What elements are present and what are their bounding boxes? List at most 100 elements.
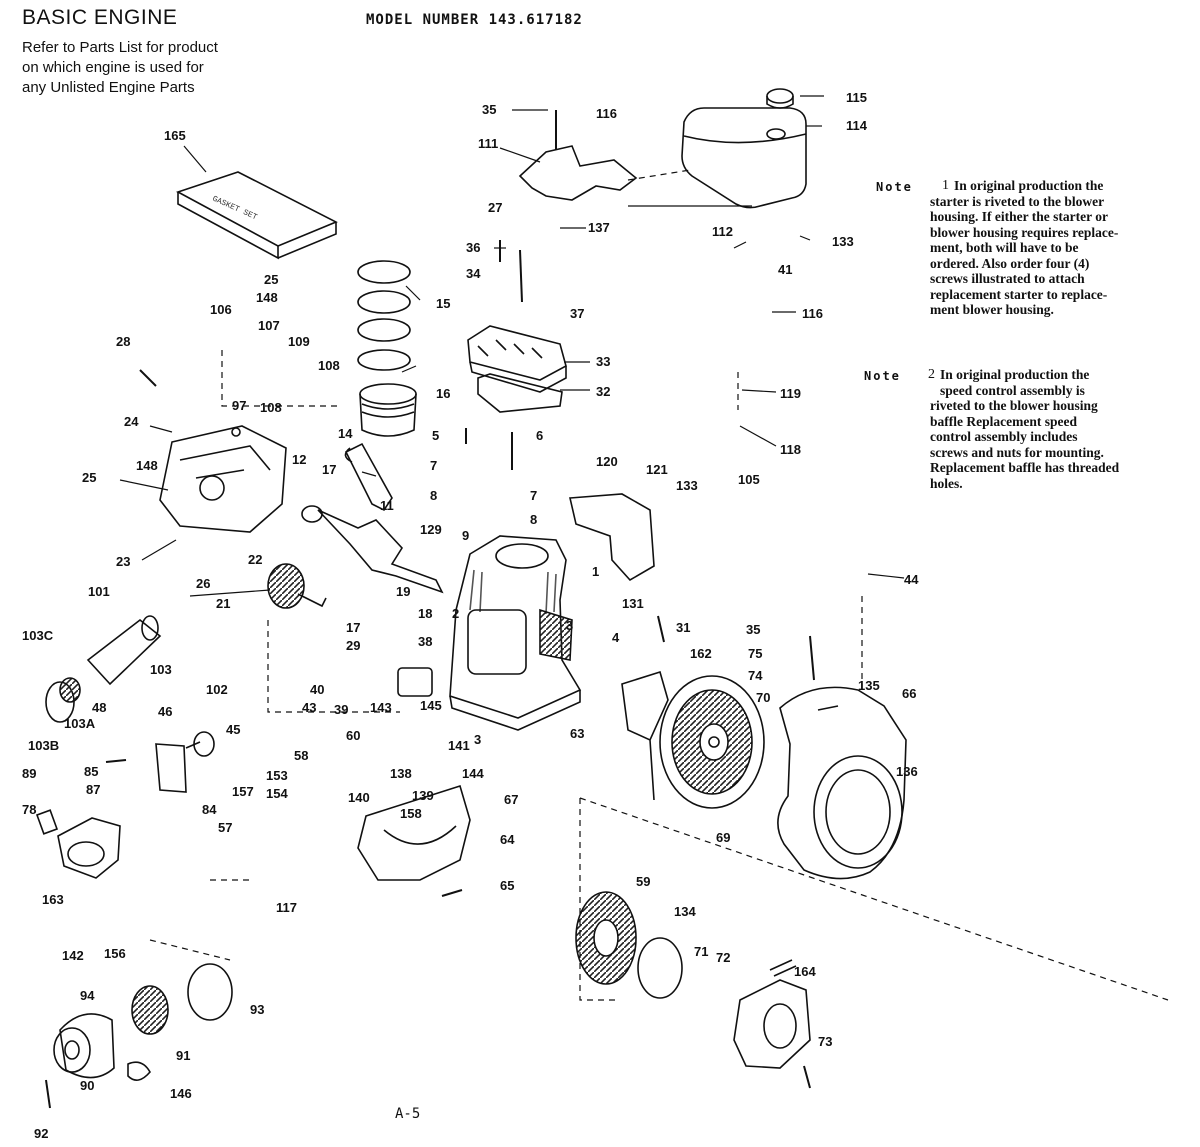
callout-label: 109	[288, 334, 310, 349]
callout-label: 164	[794, 964, 816, 979]
callout-label: 148	[256, 290, 278, 305]
intro-line: Refer to Parts List for product	[22, 39, 218, 56]
note-line: control assembly includes	[930, 429, 1078, 444]
note-line: Replacement baffle has threaded	[930, 460, 1120, 475]
callout-label: 105	[738, 472, 760, 487]
intro-line: any Unlisted Engine Parts	[22, 79, 195, 96]
callout-label: 87	[86, 782, 100, 797]
callout-label: 138	[390, 766, 412, 781]
connecting-rod-part	[344, 442, 393, 512]
callout-label: 36	[466, 240, 480, 255]
callout-label: 118	[780, 442, 801, 457]
callout-label: 60	[346, 728, 360, 743]
callout-label: 139	[412, 788, 434, 803]
note-line: ment, both will have to be	[930, 240, 1079, 255]
gear-part	[131, 985, 169, 1035]
callout-label: 148	[136, 458, 158, 473]
callout-label: 6	[536, 428, 543, 443]
intake-tube-part	[45, 615, 162, 723]
callout-label: 107	[258, 318, 280, 333]
callout-label: 93	[250, 1002, 264, 1017]
callout-label: 135	[858, 678, 880, 693]
starter-pulley-part	[575, 891, 637, 985]
callout-label: 21	[216, 596, 230, 611]
note-line: screws illustrated to attach	[930, 271, 1085, 286]
cylinder-block-part	[449, 535, 582, 731]
tank-bracket-part	[518, 145, 638, 201]
callout-label: 103B	[28, 738, 59, 753]
callout-label: 153	[266, 768, 288, 783]
callout-label: 65	[500, 878, 514, 893]
callout-label: 91	[176, 1048, 190, 1063]
governor-part	[155, 741, 201, 793]
note-2-number: 2	[928, 367, 935, 382]
callout-label: 102	[206, 682, 228, 697]
callout-label: 18	[418, 606, 432, 621]
callout-label: 17	[322, 462, 336, 477]
callout-label: 85	[84, 764, 98, 779]
callout-label: 39	[334, 702, 348, 717]
callout-label: 90	[80, 1078, 94, 1093]
callout-label: 7	[530, 488, 537, 503]
bearing-plate-part	[187, 963, 233, 1021]
callout-label: 116	[596, 106, 617, 121]
callout-label: 40	[310, 682, 324, 697]
callout-label: 44	[904, 572, 919, 587]
callout-label: 69	[716, 830, 730, 845]
callout-label: 73	[818, 1034, 832, 1049]
callout-label: 63	[570, 726, 584, 741]
note-1-tag: Note	[876, 180, 913, 194]
callout-label: 33	[596, 354, 610, 369]
callout-label: 59	[636, 874, 650, 889]
callout-label: 1	[592, 564, 599, 579]
callout-label: 11	[380, 498, 394, 513]
callout-leaders	[119, 95, 905, 597]
clip-part	[127, 1061, 151, 1081]
note-2-text: In original production the speed control…	[930, 367, 1119, 491]
callout-label: 129	[420, 522, 442, 537]
assembly-guide-lines	[149, 169, 1169, 1001]
note-line: holes.	[930, 475, 963, 491]
callout-label: 5	[432, 428, 439, 443]
note-line: ordered. Also order four (4)	[930, 255, 1090, 271]
callout-label: 4	[612, 630, 620, 645]
callout-label: 48	[92, 700, 106, 715]
callout-label: 112	[712, 224, 733, 239]
callout-label: 14	[338, 426, 353, 441]
gasket-set-box: GASKET SET	[175, 171, 338, 260]
callout-label: 19	[396, 584, 410, 599]
callout-label: 35	[746, 622, 760, 637]
callout-label: 111	[478, 136, 498, 151]
note-line: ment blower housing.	[930, 302, 1054, 317]
note-line: starter is riveted to the blower	[930, 193, 1105, 209]
callout-label: 154	[266, 786, 288, 801]
callout-label: 2	[452, 606, 459, 621]
callout-label: 22	[248, 552, 262, 567]
callout-label: 116	[802, 306, 823, 321]
callout-numbers: 165 35 116 111 115 114 27 137 36 34 37 3…	[22, 90, 919, 1141]
callout-label: 24	[124, 414, 139, 429]
callout-label: 78	[22, 802, 36, 817]
callout-label: 103A	[64, 716, 96, 731]
fuel-tank-part	[681, 88, 807, 209]
callout-label: 106	[210, 302, 232, 317]
callout-label: 72	[716, 950, 730, 965]
callout-label: 17	[346, 620, 360, 635]
note-1-text: In original production the starter is ri…	[930, 178, 1118, 318]
flywheel-part	[659, 675, 765, 809]
callout-label: 64	[500, 832, 515, 847]
gasket-set-label: GASKET SET	[211, 195, 259, 223]
intro-text: Refer to Parts List for product on which…	[22, 38, 218, 98]
breather-part	[397, 667, 433, 697]
note-1-number: 1	[942, 178, 949, 193]
callout-label: 163	[42, 892, 64, 907]
callout-label: 115	[846, 90, 867, 105]
piston-rings-part	[357, 260, 411, 371]
callout-label: 66	[902, 686, 916, 701]
crankcase-cover-part	[159, 425, 287, 533]
note-line: screws and nuts for mounting.	[930, 444, 1104, 460]
callout-label: 103C	[22, 628, 54, 643]
callout-label: 75	[748, 646, 762, 661]
callout-label: 58	[294, 748, 308, 763]
